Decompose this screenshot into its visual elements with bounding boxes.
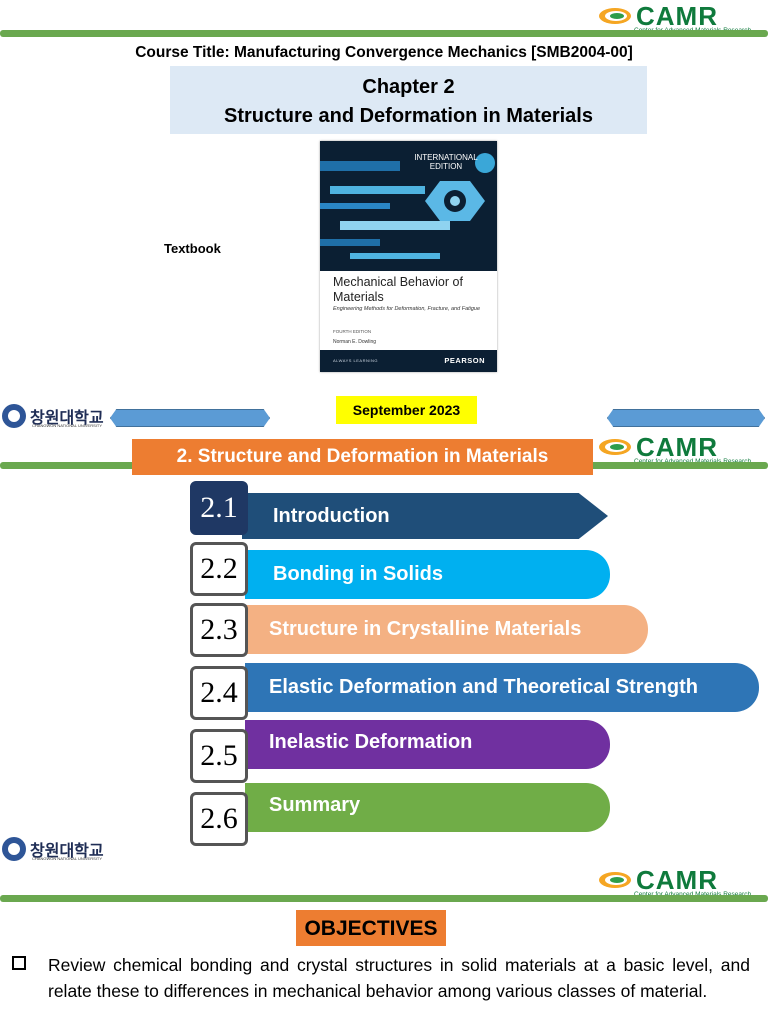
chapter-number: Chapter 2 xyxy=(362,76,455,98)
header-divider xyxy=(0,30,768,37)
chapter-title-box: Chapter 2 Structure and Deformation in M… xyxy=(170,66,647,134)
right-decor-bar xyxy=(607,409,765,427)
left-decor-bar xyxy=(110,409,270,427)
section-header: 2. Structure and Deformation in Material… xyxy=(132,439,593,475)
university-name-english: CHANGWON NATIONAL UNIVERSITY xyxy=(32,856,103,861)
camr-logo-subtitle: Center for Advanced Materials Research xyxy=(634,891,751,898)
date-label: September 2023 xyxy=(336,396,477,424)
toc-item-label: Structure in Crystalline Materials xyxy=(269,618,582,640)
book-edition: FOURTH EDITION xyxy=(333,329,372,334)
toc-item-label: Inelastic Deformation xyxy=(269,731,473,753)
checkbox-bullet-icon xyxy=(12,956,26,970)
book-footer: ALWAYS LEARNING PEARSON xyxy=(320,350,497,372)
textbook-cover: INTERNATIONAL EDITION Mechanical Behavio… xyxy=(320,141,497,372)
university-name-korean: 창원대학교 xyxy=(30,843,104,860)
textbook-label: Textbook xyxy=(164,241,221,256)
edition-badge: INTERNATIONAL EDITION xyxy=(414,153,478,171)
university-logo: 창원대학교 CHANGWON NATIONAL UNIVERSITY xyxy=(2,403,107,431)
objectives-heading: OBJECTIVES xyxy=(296,910,446,946)
toc-number-badge: 2.3 xyxy=(190,603,248,657)
toc-number-badge: 2.1 xyxy=(190,481,248,535)
camr-logo-text: CAMR xyxy=(636,432,718,462)
toc-item-inelastic[interactable]: Inelastic Deformation xyxy=(245,720,610,769)
toc-item-elastic[interactable]: Elastic Deformation and Theoretical Stre… xyxy=(245,663,759,712)
camr-logo: CAMR Center for Advanced Materials Resea… xyxy=(598,865,766,898)
book-title: Mechanical Behavior of Materials xyxy=(333,275,463,304)
university-seal-icon xyxy=(2,404,26,428)
university-logo: 창원대학교 CHANGWON NATIONAL UNIVERSITY xyxy=(2,836,107,864)
camr-logo: CAMR Center for Advanced Materials Resea… xyxy=(598,432,766,465)
university-name-english: CHANGWON NATIONAL UNIVERSITY xyxy=(32,423,103,428)
university-name-korean: 창원대학교 xyxy=(30,410,104,427)
toc-item-label: Bonding in Solids xyxy=(273,563,443,585)
toc-number-badge: 2.5 xyxy=(190,729,248,783)
toc-item-label: Elastic Deformation and Theoretical Stre… xyxy=(269,676,698,698)
book-publisher: PEARSON xyxy=(444,356,485,365)
objective-text: Review chemical bonding and crystal stru… xyxy=(48,955,750,1001)
book-author: Norman E. Dowling xyxy=(333,339,377,345)
toc-item-crystalline[interactable]: Structure in Crystalline Materials xyxy=(245,605,648,654)
toc-number-badge: 2.6 xyxy=(190,792,248,846)
university-seal-icon xyxy=(2,837,26,861)
camr-logo-subtitle: Center for Advanced Materials Research xyxy=(634,458,751,465)
toc-number-badge: 2.2 xyxy=(190,542,248,596)
camr-swoosh-icon xyxy=(599,439,631,455)
camr-swoosh-icon xyxy=(599,8,631,24)
camr-logo-text: CAMR xyxy=(636,1,718,31)
toc-item-label: Introduction xyxy=(273,504,390,527)
camr-swoosh-icon xyxy=(599,872,631,888)
chapter-title: Structure and Deformation in Materials xyxy=(224,105,593,127)
course-title: Course Title: Manufacturing Convergence … xyxy=(135,44,633,61)
toc-item-introduction[interactable]: Introduction xyxy=(242,493,608,539)
header-divider xyxy=(0,895,768,902)
book-subtitle: Engineering Methods for Deformation, Fra… xyxy=(333,306,481,312)
toc-item-label: Summary xyxy=(269,794,361,816)
toc-item-bonding[interactable]: Bonding in Solids xyxy=(245,550,610,599)
book-series: ALWAYS LEARNING xyxy=(333,358,378,363)
camr-logo-text: CAMR xyxy=(636,865,718,895)
cover-artwork-icon xyxy=(320,141,497,271)
camr-logo: CAMR Center for Advanced Materials Resea… xyxy=(598,1,766,34)
toc-number-badge: 2.4 xyxy=(190,666,248,720)
toc-item-summary[interactable]: Summary xyxy=(245,783,610,832)
